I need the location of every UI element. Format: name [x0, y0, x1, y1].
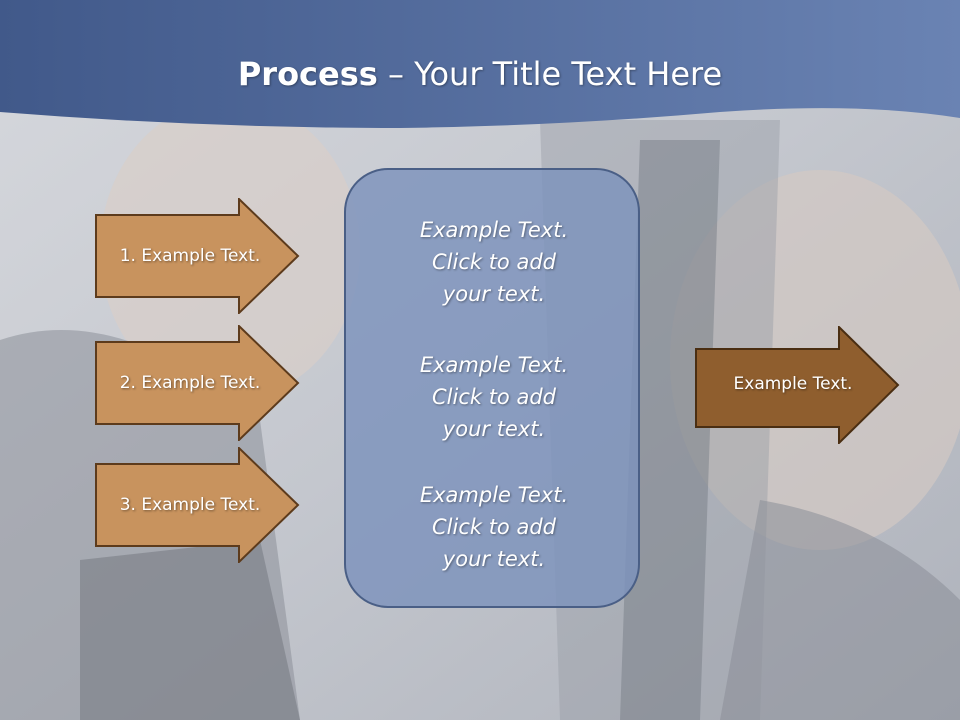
title-bold: Process — [237, 55, 378, 93]
arrow-shape — [95, 196, 300, 316]
panel-line: your text. — [442, 547, 546, 571]
panel-paragraph-2: Example Text. Click to add your text. — [346, 349, 642, 445]
panel-line: Example Text. — [419, 483, 569, 507]
step-label-1: 1. Example Text. — [119, 246, 261, 266]
panel-line: Click to add — [431, 250, 556, 274]
title-rest: – Your Title Text Here — [377, 55, 723, 93]
arrow-shape — [95, 323, 300, 443]
title-banner — [0, 0, 960, 128]
panel-paragraph-1: Example Text. Click to add your text. — [346, 214, 642, 310]
panel-line: Example Text. — [419, 353, 569, 377]
step-label-2: 2. Example Text. — [119, 373, 261, 393]
output-arrow[interactable]: Example Text. — [695, 324, 901, 446]
panel-line: Click to add — [431, 385, 556, 409]
step-arrow-3[interactable]: 3. Example Text. — [95, 445, 301, 565]
arrow-shape — [95, 445, 300, 565]
arrow-shape — [695, 324, 900, 446]
panel-line: Example Text. — [419, 218, 569, 242]
step-label-3: 3. Example Text. — [119, 495, 261, 515]
slide-title[interactable]: Process – Your Title Text Here — [0, 52, 960, 96]
panel-paragraph-3: Example Text. Click to add your text. — [346, 479, 642, 575]
panel-line: Click to add — [431, 515, 556, 539]
step-arrow-2[interactable]: 2. Example Text. — [95, 323, 301, 443]
center-text-box[interactable]: Example Text. Click to add your text. Ex… — [344, 168, 640, 608]
step-arrow-1[interactable]: 1. Example Text. — [95, 196, 301, 316]
panel-line: your text. — [442, 282, 546, 306]
panel-line: your text. — [442, 417, 546, 441]
output-label: Example Text. — [733, 374, 853, 394]
